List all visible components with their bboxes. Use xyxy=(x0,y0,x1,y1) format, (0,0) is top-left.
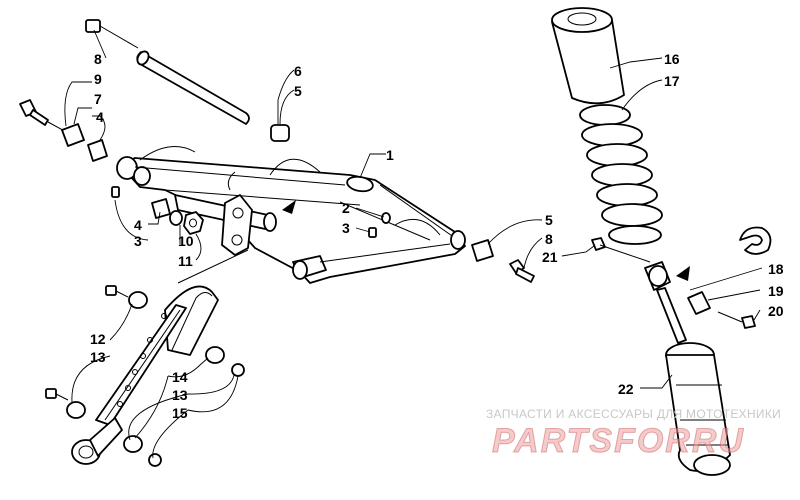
watermark-tagline: ЗАПЧАСТИ И АКСЕССУАРЫ ДЛЯ МОТОТЕХНИКИ xyxy=(486,407,781,421)
part-12-bolt-lower xyxy=(45,388,69,401)
part-4-bushing xyxy=(87,139,108,162)
part-14-strap xyxy=(71,285,219,465)
part-17-spring xyxy=(579,104,663,245)
part-19-bushing xyxy=(687,291,711,315)
part-18-clip xyxy=(739,226,772,255)
callout-4-lower: 4 xyxy=(134,217,142,233)
part-16-bump-cover xyxy=(551,7,625,105)
part-22-shock-absorber xyxy=(644,261,731,476)
callout-21: 21 xyxy=(542,249,558,265)
callout-7: 7 xyxy=(94,91,102,107)
part-5-bushing-upper xyxy=(270,124,290,142)
part-6-shaft xyxy=(136,50,250,125)
callout-19: 19 xyxy=(768,283,784,299)
callout-10: 10 xyxy=(178,233,194,249)
callout-3-right: 3 xyxy=(342,220,350,236)
callout-17: 17 xyxy=(664,73,680,89)
watermark: ЗАПЧАСТИ И АКСЕССУАРЫ ДЛЯ МОТОТЕХНИКИ PA… xyxy=(486,407,781,461)
callout-9: 9 xyxy=(94,71,102,87)
part-13-washer-lower-left xyxy=(66,401,86,419)
callout-13-left: 13 xyxy=(90,349,106,365)
part-4-bushing-lower xyxy=(151,198,171,219)
part-13-washer-upper xyxy=(128,291,148,309)
part-2-fitting xyxy=(381,212,391,224)
part-20-bolt xyxy=(717,311,756,329)
part-3-grease-fitting-left xyxy=(111,186,120,198)
part-10-washer xyxy=(169,210,183,226)
callout-13-right: 13 xyxy=(172,387,188,403)
callout-5-right: 5 xyxy=(545,212,553,228)
callout-22: 22 xyxy=(618,381,634,397)
callout-8-upper: 8 xyxy=(94,51,102,67)
callout-18: 18 xyxy=(768,261,784,277)
part-11-nut xyxy=(183,211,204,235)
part-3-grease-fitting-right xyxy=(368,227,377,238)
arrow-marker-right xyxy=(676,266,690,281)
part-9-bolt xyxy=(19,99,71,135)
part-13-washer-right-upper xyxy=(205,346,225,364)
callout-1: 1 xyxy=(386,147,394,163)
callout-4-upper: 4 xyxy=(96,109,104,125)
callout-5-upper: 5 xyxy=(294,83,302,99)
callout-11: 11 xyxy=(178,253,193,269)
part-15-nut-lower xyxy=(148,453,162,467)
part-13-washer-right-lower xyxy=(123,435,143,453)
arrow-marker-left xyxy=(282,200,296,214)
callout-2: 2 xyxy=(342,200,350,216)
part-7-bushing xyxy=(61,123,85,147)
callout-20: 20 xyxy=(768,303,784,319)
part-5-bushing-right xyxy=(471,239,494,262)
part-15-nut-upper xyxy=(231,363,245,377)
part-21-nut xyxy=(591,237,606,251)
part-8-bolt-right xyxy=(509,259,535,283)
part-12-bolt-upper xyxy=(105,285,129,298)
callout-15: 15 xyxy=(172,405,188,421)
callout-6: 6 xyxy=(294,63,302,79)
part-8-bolt-top xyxy=(85,19,139,49)
callout-16: 16 xyxy=(664,51,680,67)
callout-3-left: 3 xyxy=(134,233,142,249)
callout-8-right: 8 xyxy=(545,231,553,247)
callout-14: 14 xyxy=(172,369,188,385)
leader-lines xyxy=(64,29,763,459)
callout-labels: 1 2 3 3 4 4 5 5 6 7 8 8 9 10 11 12 13 13… xyxy=(90,51,784,421)
callout-12: 12 xyxy=(90,331,106,347)
watermark-brand: PARTSFORRU xyxy=(492,422,745,460)
part-1-swing-arm xyxy=(116,146,466,284)
